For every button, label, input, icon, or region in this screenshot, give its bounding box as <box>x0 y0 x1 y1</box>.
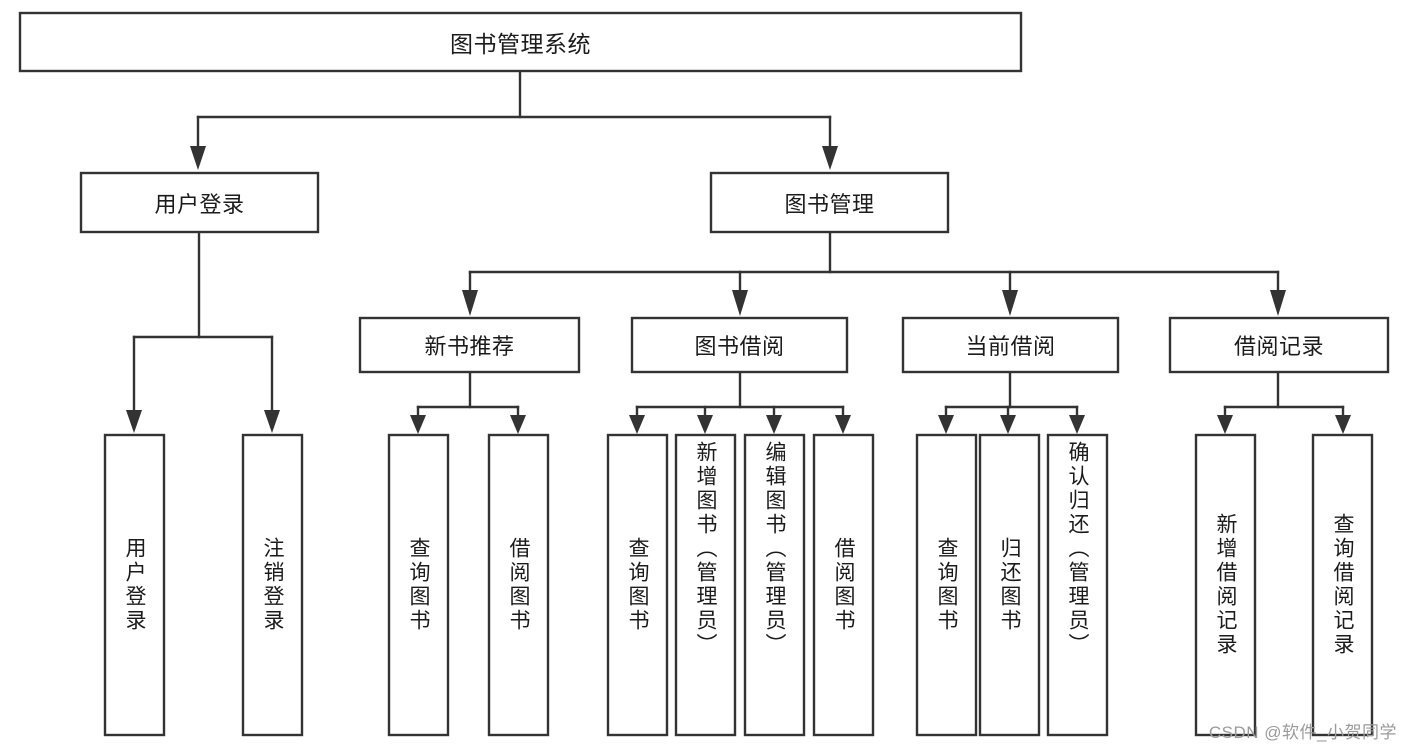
node-box-leaf-currentborrow-query[interactable] <box>915 433 978 737</box>
node-box-current-borrow[interactable] <box>901 316 1120 374</box>
connector-bookmgmt-to-level3 <box>462 230 1286 316</box>
node-box-leaf-user-login-logout[interactable] <box>241 433 304 737</box>
node-box-leaf-bookborrow-add[interactable] <box>674 433 737 737</box>
node-box-book-management[interactable] <box>709 171 950 234</box>
node-box-new-book-recommend[interactable] <box>358 316 581 374</box>
connector-root-to-level2 <box>190 69 838 170</box>
node-box-leaf-borrowrecord-query[interactable] <box>1311 433 1374 737</box>
node-box-borrow-record[interactable] <box>1168 316 1390 374</box>
node-box-leaf-bookborrow-edit[interactable] <box>743 433 806 737</box>
node-box-leaf-bookborrow-borrow[interactable] <box>812 433 875 737</box>
connector-bookborrow-to-leaves <box>629 370 851 434</box>
node-box-book-borrow[interactable] <box>630 316 849 374</box>
node-box-leaf-borrowrecord-add[interactable] <box>1194 433 1257 737</box>
node-box-leaf-newbook-query[interactable] <box>387 433 450 737</box>
connector-borrowrecord-to-leaves <box>1217 370 1351 434</box>
node-box-leaf-user-login-login[interactable] <box>103 433 166 737</box>
node-box-leaf-currentborrow-return[interactable] <box>978 433 1041 737</box>
connector-userlogin-to-leaves <box>126 230 280 433</box>
node-box-leaf-currentborrow-confirm[interactable] <box>1046 433 1109 737</box>
connector-currentborrow-to-leaves <box>938 370 1085 434</box>
node-box-root[interactable] <box>18 11 1023 73</box>
node-box-leaf-bookborrow-query[interactable] <box>606 433 669 737</box>
connector-newbook-to-leaves <box>410 370 526 434</box>
node-box-user-login[interactable] <box>79 171 320 234</box>
node-box-leaf-newbook-borrow[interactable] <box>487 433 550 737</box>
